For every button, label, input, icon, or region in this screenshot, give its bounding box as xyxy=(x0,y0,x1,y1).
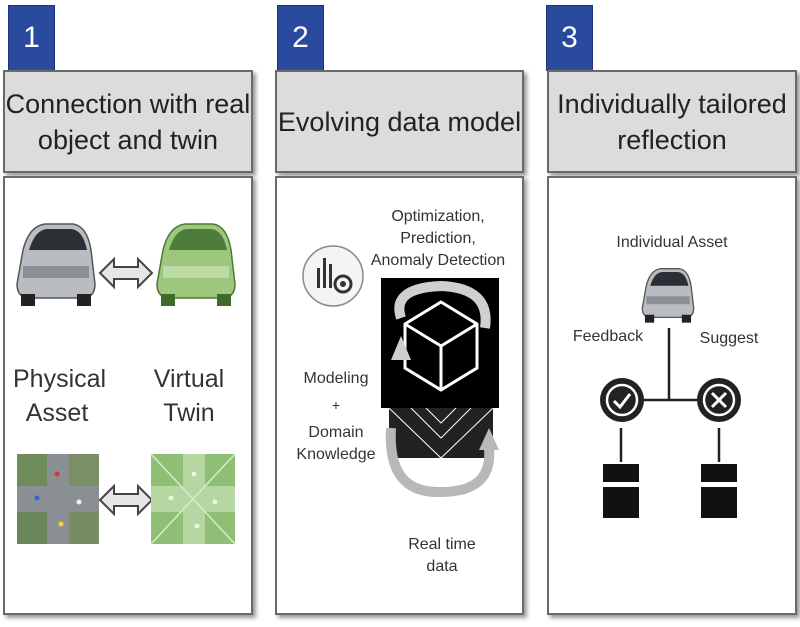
virtual-intersection-image xyxy=(150,453,236,545)
virtual-twin-label: Virtual Twin xyxy=(153,365,225,427)
panel-2-header: Evolving data model xyxy=(275,70,524,173)
step-badge-2: 2 xyxy=(277,5,324,71)
step-badge-3: 3 xyxy=(546,5,593,71)
tree-connector-lines xyxy=(619,328,721,462)
feedback-label: Feedback xyxy=(572,328,644,345)
panel-1-body: Physical Asset Virtual Twin xyxy=(3,176,253,615)
physical-car-image xyxy=(16,223,96,306)
physical-intersection-image xyxy=(17,454,99,544)
realtime-data-label: Real time data xyxy=(408,536,476,575)
feedback-block-icon xyxy=(603,464,639,518)
close-icon xyxy=(697,378,741,422)
panel-1-title: Connection with real object and twin xyxy=(5,88,251,155)
step-badge-1: 1 xyxy=(8,5,55,71)
domain-knowledge-label: Domain Knowledge xyxy=(296,424,376,463)
panel-3-header: Individually tailored reflection xyxy=(547,70,797,173)
suggest-label: Suggest xyxy=(699,330,759,347)
virtual-car-image xyxy=(156,223,236,306)
individual-car-image xyxy=(641,268,695,323)
sync-arrow-icon xyxy=(98,483,154,517)
model-outputs-label: Optimization, Prediction, Anomaly Detect… xyxy=(370,208,506,269)
modeling-gear-icon xyxy=(302,245,364,307)
modeling-label: Modeling xyxy=(303,370,369,387)
panel-2-title: Evolving data model xyxy=(277,106,522,137)
panel-1-header: Connection with real object and twin xyxy=(3,70,253,173)
suggest-block-icon xyxy=(701,464,737,518)
sync-arrow-icon xyxy=(98,256,154,290)
panel-2-body: Optimization, Prediction, Anomaly Detect… xyxy=(275,176,524,615)
individual-asset-label: Individual Asset xyxy=(616,234,728,251)
panel-3-body: Individual Asset Feedback Suggest xyxy=(547,176,797,615)
checkmark-icon xyxy=(600,378,644,422)
plus-sign: + xyxy=(331,397,341,413)
panel-3-title: Individually tailored reflection xyxy=(557,88,787,155)
evolving-model-graphic xyxy=(381,278,499,498)
physical-asset-label: Physical Asset xyxy=(13,365,107,427)
